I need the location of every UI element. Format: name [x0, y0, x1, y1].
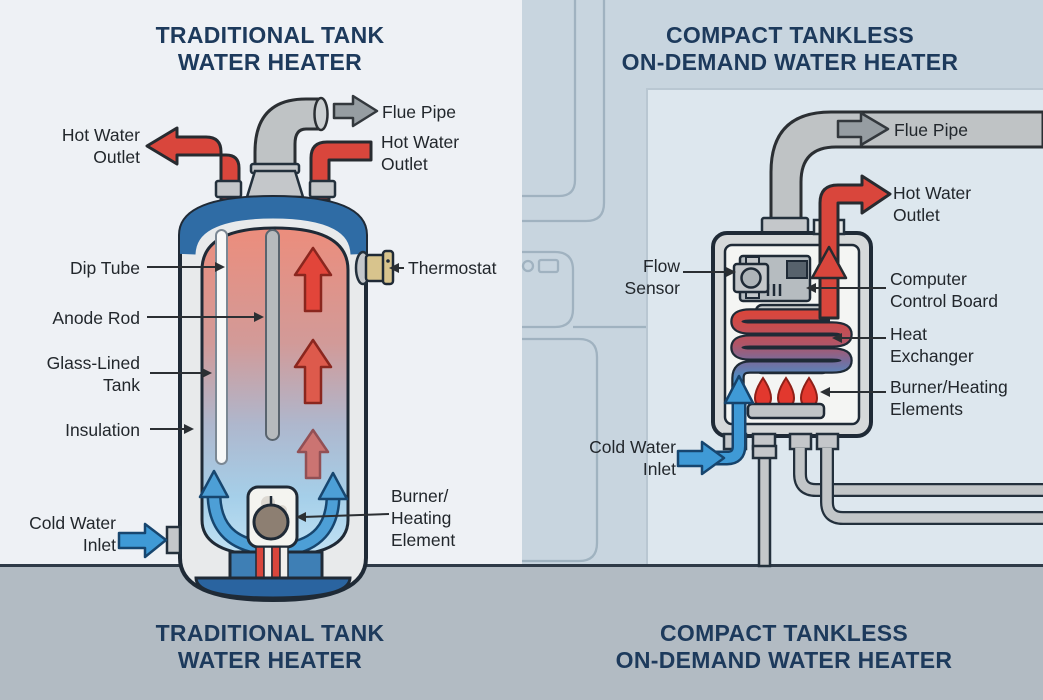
burner-element [252, 503, 290, 541]
cold-water-pipe-in [716, 374, 755, 466]
label-dip-tube: Dip Tube [69, 258, 140, 278]
cold-water-arrow-icon [117, 522, 168, 559]
label-hot-water-outlet: Hot Water Outlet [893, 183, 972, 226]
cold-circulation-arrow-icon [286, 471, 349, 557]
label-anode-rod: Anode Rod [52, 308, 140, 328]
drain-pipe [757, 446, 772, 568]
floor [0, 564, 1043, 700]
label-flue-pipe-right: Flue Pipe [894, 120, 968, 140]
leader-arrowheads-right [726, 267, 842, 397]
label-insulation: Insulation [65, 420, 140, 440]
flow-sensor-device [732, 256, 770, 299]
flue-collar [245, 169, 305, 199]
flue-direction-arrow-icon [332, 94, 379, 128]
leader-lines-right [683, 271, 886, 393]
cold-inlet-fitting [165, 525, 182, 555]
anode-rod [265, 229, 280, 441]
left-title-top: TRADITIONAL TANK WATER HEATER [155, 22, 385, 75]
hot-rise-arrow-icon [293, 246, 333, 313]
hot-flow-arrowhead-icon [810, 245, 848, 280]
label-burner-heating-elements: Burner/Heating Elements [890, 377, 1008, 420]
left-title-bottom: TRADITIONAL TANK WATER HEATER [155, 620, 385, 673]
label-flue-pipe-left: Flue Pipe [382, 102, 456, 122]
tank-heater-diagram [117, 94, 404, 603]
thermostat-device [354, 249, 395, 286]
label-glass-lined-tank: Glass-Lined Tank [46, 353, 140, 396]
hot-rise-arrow-icon [296, 428, 330, 480]
control-chip [786, 260, 808, 279]
tank-top-cap [180, 197, 366, 256]
tankless-heater-diagram [676, 110, 1043, 568]
label-cold-water-inlet-right: Cold Water Inlet [589, 437, 676, 480]
gas-line-pipe [793, 448, 1043, 497]
tank-base-band [194, 576, 352, 600]
tank-top-fitting-left [214, 179, 243, 199]
label-heat-exchanger: Heat Exchanger [890, 324, 974, 367]
dip-tube [215, 229, 228, 465]
background-appliance-outlines [521, 0, 646, 563]
label-computer-control-board: Computer Control Board [890, 269, 998, 312]
supply-line-pipe [820, 448, 1043, 525]
hot-rise-arrow-icon [293, 338, 333, 405]
cold-water-arrow-icon [676, 440, 726, 476]
label-hot-water-outlet-right: Hot Water Outlet [381, 132, 460, 175]
burner-flames-icon [753, 376, 819, 408]
hot-water-pipe-out [818, 174, 892, 320]
label-hot-water-outlet-left: Hot Water Outlet [61, 125, 140, 168]
right-title-bottom: COMPACT TANKLESS ON-DEMAND WATER HEATER [615, 620, 953, 673]
label-burner-heating-element: Burner/ Heating Element [391, 486, 456, 551]
hot-water-pipe-left-arrow-icon [145, 126, 241, 202]
tankless-flue-pipe [769, 110, 1043, 235]
label-cold-water-inlet-left: Cold Water Inlet [29, 513, 116, 556]
tank-top-fitting-right [308, 179, 337, 199]
right-title-top: COMPACT TANKLESS ON-DEMAND WATER HEATER [621, 22, 959, 75]
heat-exchanger-coil-color [732, 310, 851, 395]
label-flow-sensor: Flow Sensor [624, 256, 680, 299]
burner-bar [746, 402, 826, 420]
leader-lines-left [147, 266, 404, 518]
leader-arrowheads-left [184, 262, 399, 522]
drain-coupling [751, 444, 778, 460]
flue-pipe-opening [313, 96, 329, 132]
label-thermostat: Thermostat [408, 258, 497, 278]
flue-direction-arrow-icon [836, 111, 890, 147]
